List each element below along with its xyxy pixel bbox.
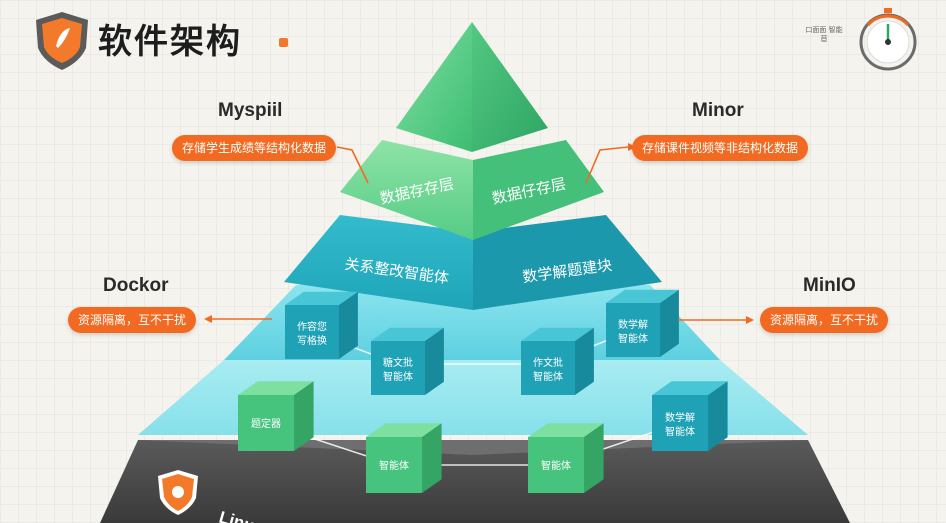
left-top-name: Myspiil	[218, 100, 283, 121]
right-bottom-name: MinIO	[803, 275, 856, 296]
cube-connector-row2	[265, 422, 681, 466]
apex-right	[472, 22, 548, 152]
layer-3-left	[284, 215, 473, 310]
arrow-left-top	[336, 146, 369, 184]
arrow-right-bottom-head	[746, 316, 754, 324]
layer-2-left	[340, 140, 473, 240]
cube-label: 智能体	[379, 459, 409, 472]
cube-label: 作文批	[533, 356, 563, 369]
layer-2-right	[473, 140, 604, 240]
right-bottom-tag: 资源隔离，互不干扰	[760, 307, 889, 333]
base-layer-top	[138, 440, 808, 455]
cube-label: 数学解	[618, 318, 648, 331]
arrow-right-top	[585, 146, 629, 184]
cube-label: 智能体	[533, 370, 563, 383]
agent-cube: 题定器	[238, 381, 314, 451]
right-top-name: Minor	[692, 100, 744, 121]
apex-left	[396, 22, 472, 152]
gauge-icon	[859, 8, 917, 71]
arrow-left-bottom-head	[204, 315, 212, 323]
agent-cube: 智能体	[366, 423, 442, 493]
page-title: 软件架构	[98, 22, 242, 62]
cube-label: 作容您	[297, 320, 327, 333]
right-top-tag: 存储课件视频等非结构化数据	[632, 135, 809, 161]
left-bottom-tag: 资源隔离，互不干扰	[68, 307, 197, 333]
agent-cube: 智能体	[528, 423, 604, 493]
cube-label: 智能体	[383, 370, 413, 383]
left-bottom-name: Dockor	[103, 275, 169, 296]
left-top-tag: 存储学生成绩等结构化数据	[172, 135, 337, 161]
cube-label: 数学解	[665, 411, 695, 424]
cube-label: 糖文批	[383, 356, 413, 369]
cube-label: 写格换	[297, 334, 327, 347]
base-layer	[100, 440, 850, 523]
cube-label: 智能体	[665, 425, 695, 438]
shield-logo-icon	[36, 12, 88, 70]
base-shield-icon	[158, 470, 198, 515]
cube-label: 题定器	[251, 417, 281, 430]
mini-logo-text: 口面面 智能 苣	[805, 26, 843, 43]
layer-3-right	[473, 215, 662, 310]
title-accent-dot	[279, 38, 288, 47]
cube-label: 智能体	[618, 332, 648, 345]
cube-label: 智能体	[541, 459, 571, 472]
